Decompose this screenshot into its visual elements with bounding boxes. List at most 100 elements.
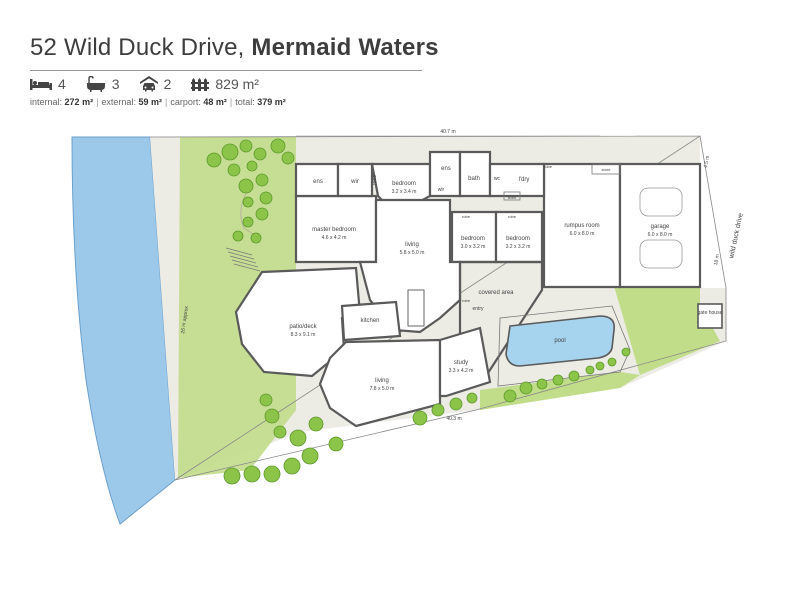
bedroom-4-label: bedroom [506,236,530,242]
study-walls[interactable] [438,326,492,398]
carport-area-label: carport: [170,97,201,107]
linen-cupboard [503,191,521,201]
property-title: 52 Wild Duck Drive, Mermaid Waters [30,34,439,62]
internal-area-value: 272 m² [64,97,94,107]
garage-label: garage [651,224,670,230]
bedroom-4-dims: 3.2 x 3.2 m [506,244,531,250]
covered-area-label: covered area [478,290,514,296]
garden-path [240,189,257,237]
robe-entry-label: robe [462,298,471,303]
garage-car-icon [139,76,158,92]
bedroom-count: 4 [30,76,66,92]
living-main-walls[interactable] [358,198,462,334]
right-lower-boundary-label: 18 m [713,254,721,266]
front-grass [614,286,720,375]
street-address: 52 Wild Duck Drive, [30,34,245,61]
patio-deck-label: patio/deck [289,324,317,330]
master-bedroom-dims: 4.6 x 4.2 m [322,235,347,241]
lot-boundary [149,135,727,481]
master-bedroom-label: master bedroom [312,227,356,233]
patio-deck-dims: 8.3 x 9.1 m [291,332,316,338]
rumpus-room-dims: 6.0 x 8.0 m [570,231,595,237]
linen-label: linen [508,195,516,200]
bathtub-icon [86,76,105,92]
robe-b3-label: robe [462,214,471,219]
bathroom-count: 3 [86,76,120,92]
ensuite-2-walls[interactable] [428,150,462,198]
car-space-count-value: 2 [163,76,172,92]
bottom-boundary-label: 40.3 m [446,416,461,422]
robe-ldry-label: robe [544,164,553,169]
area-separator: | [96,97,99,107]
study-label: study [454,360,468,366]
bedroom-count-value: 4 [58,76,66,92]
property-features: 4 3 2 829 m² [30,75,279,93]
area-breakdown: internal: 272 m²|external: 59 m²|carport… [30,97,286,107]
total-area-label: total: [235,97,255,107]
bedroom-top-label: bedroom [392,181,416,187]
entry-label: entry [472,306,484,312]
garage-car-1 [639,187,683,217]
wir-label: wir [350,179,359,185]
land-size-value: 829 m² [215,76,259,92]
kitchen-label: kitchen [360,318,379,324]
bed-icon [30,79,52,90]
store-label: store [602,167,612,172]
area-separator: | [164,97,168,107]
garden-trees [206,138,631,485]
bath-label: bath [468,176,480,182]
area-separator: | [229,97,233,107]
bedroom-top-dims: 3.2 x 3.4 m [392,189,417,195]
right-upper-boundary-label: 4.5 m [703,155,711,168]
garden-steps [225,247,261,272]
walk-in-robe-walls[interactable] [336,162,374,198]
ens-label: ens [313,179,323,185]
rumpus-room-label: rumpus room [564,223,599,229]
listing-header: 52 Wild Duck Drive, Mermaid Waters 4 3 2… [30,34,439,107]
ens-2-label: ens [441,166,451,172]
kitchen-bench [407,289,425,327]
living-lower-dims: 7.8 x 5.0 m [370,386,395,392]
kitchen-walls[interactable] [340,300,402,342]
pool-surround [497,305,631,387]
fence-icon [191,78,210,91]
street-name-label: wild duck drive [728,212,745,259]
carport-area-value: 48 m² [203,97,227,107]
living-lower-walls[interactable] [318,338,442,428]
top-boundary-label: 40.7 m [440,129,455,135]
gate-house[interactable] [697,303,723,329]
bath-walls[interactable] [458,150,492,198]
canal-water [71,136,176,525]
internal-area-label: internal: [30,97,63,107]
gate-house-label: gate house [698,310,723,316]
bedroom-3-label: bedroom [461,236,485,242]
living-main-dims: 5.8 x 5.0 m [400,250,425,256]
external-area-value: 59 m² [138,97,162,107]
total-area-value: 379 m² [257,97,286,107]
room-labels: ens wir robe bedroom 3.2 x 3.4 m ens wir… [289,164,722,392]
robe-top-label: robe [372,175,378,185]
land-size: 829 m² [191,76,259,92]
study-dims: 3.3 x 4.2 m [449,368,474,374]
robe-b4-label: robe [508,214,517,219]
store-room [591,163,621,175]
suburb-name: Mermaid Waters [251,34,439,61]
pool[interactable] [505,315,616,367]
car-space-count: 2 [139,76,172,92]
laundry-walls[interactable] [488,162,546,198]
wir-2-label: wir [438,187,445,193]
pool-garden [480,372,640,410]
wc-label: wc [494,176,501,182]
living-lower-label: living [375,378,389,384]
ldry-label: l'dry [519,177,530,183]
side-grass [178,137,296,478]
external-area-label: external: [101,97,136,107]
pool-label: pool [554,338,565,344]
living-main-label: living [405,242,419,248]
bathroom-count-value: 3 [111,76,120,92]
garage-dims: 6.0 x 8.0 m [648,232,673,238]
bedroom-3-dims: 3.0 x 3.2 m [461,244,486,250]
garage-car-2 [639,239,683,269]
left-boundary-label: 26 m approx [180,305,190,334]
